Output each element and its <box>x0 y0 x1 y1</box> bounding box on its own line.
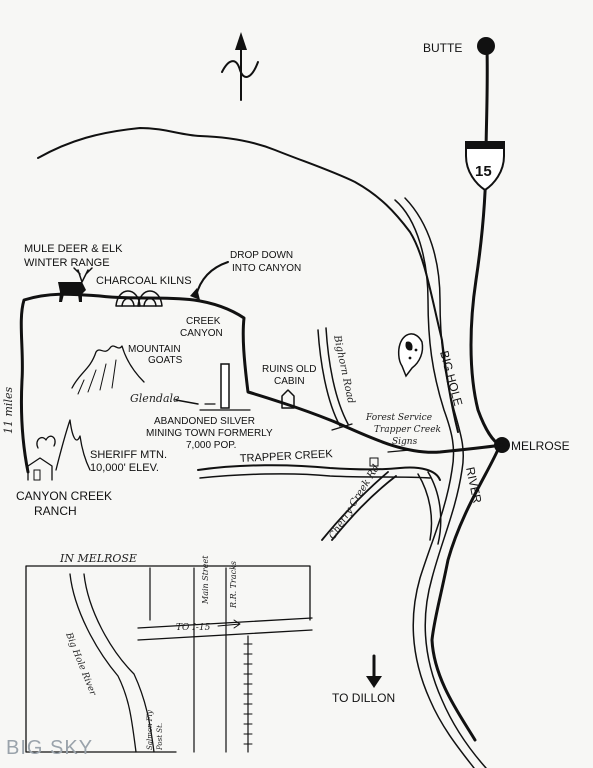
drop-down-label-1: DROP DOWN <box>230 250 293 261</box>
interstate-shield-icon: 15 <box>465 141 505 192</box>
to-i15-label: TO I-15 <box>176 623 211 633</box>
in-melrose-label: IN MELROSE <box>59 552 137 565</box>
forest-service-label-3: Signs <box>392 437 418 447</box>
trout-icon <box>397 333 424 378</box>
butte-city-dot-icon <box>477 37 495 55</box>
canyon-creek-road <box>19 292 504 474</box>
drop-down-label-2: INTO CANYON <box>232 263 301 274</box>
salmon-fly-label: Salmon Fly <box>146 709 154 750</box>
eleven-miles-label: 11 miles <box>2 387 15 434</box>
big-sky-watermark: BIG SKY <box>6 737 93 759</box>
river-side-channel <box>417 473 433 541</box>
cherry-creek-road-edge <box>331 475 397 541</box>
sheriff-label-1: SHERIFF MTN. <box>90 449 167 461</box>
cherry-creek-road <box>321 471 389 541</box>
charcoal-kilns-label: CHARCOAL KILNS <box>96 275 192 287</box>
big-hole-river-bank <box>404 197 487 768</box>
inset-road-to-i15-edge <box>137 629 313 641</box>
mountain-goats-label-2: GOATS <box>148 355 183 366</box>
mountain-ridge <box>37 127 459 433</box>
creek-canyon-label-1: CREEK <box>186 316 221 327</box>
north-arrow-icon <box>221 32 259 101</box>
glendale-arrow <box>175 399 199 405</box>
interstate-shield-number: 15 <box>475 163 492 180</box>
to-dillon-label: TO DILLON <box>332 691 395 705</box>
butte-label: BUTTE <box>423 41 462 55</box>
forest-service-label-2: Trapper Creek <box>374 425 441 435</box>
drop-down-arrowhead-icon <box>190 288 200 300</box>
river-label: RIVER <box>463 466 484 505</box>
inset-big-hole-river-label: Big Hole River <box>63 630 98 697</box>
inset-border <box>25 565 311 753</box>
sheriff-mountain-peaks <box>55 419 91 471</box>
smokestack-icon <box>199 363 251 411</box>
main-street-label: Main Street <box>201 555 210 605</box>
salmon-fly-label-2: Post St. <box>156 723 164 751</box>
inset-rr-ties <box>243 643 253 745</box>
melrose-inset-map: IN MELROSE Main Street R.R. Tracks Big H… <box>25 552 313 753</box>
elk-icon <box>58 267 93 302</box>
ranch-house-icon <box>27 435 56 481</box>
trapper-creek <box>197 464 441 481</box>
abandoned-label-1: ABANDONED SILVER <box>154 416 255 427</box>
bighorn-road-label: Bighorn Road <box>331 333 356 404</box>
trapper-creek-sign <box>369 457 379 467</box>
creek-canyon-label-2: CANYON <box>180 328 223 339</box>
melrose-label: MELROSE <box>511 439 570 453</box>
forest-service-label-1: Forest Service <box>365 413 432 423</box>
mountain-peaks <box>71 345 145 389</box>
forest-service-arrow-2 <box>331 423 353 431</box>
inset-big-hole-river-bank <box>83 573 155 753</box>
mule-deer-label-1: MULE DEER & ELK <box>24 243 123 255</box>
mountain-goats-label-1: MOUNTAIN <box>128 344 181 355</box>
abandoned-label-2: MINING TOWN FORMERLY <box>146 428 273 439</box>
bighorn-road-edge <box>325 327 349 425</box>
river-side-channel-2 <box>427 471 442 545</box>
inset-big-hole-river <box>69 573 137 753</box>
cherry-creek-label: Cherry Creek Rd <box>327 463 382 542</box>
canyon-creek-ranch-label-1: CANYON CREEK <box>16 489 112 503</box>
canyon-creek-ranch-label-2: RANCH <box>34 504 77 518</box>
ruins-label-1: RUINS OLD <box>262 364 316 375</box>
to-i15-arrow <box>217 619 241 629</box>
trapper-creek-bank <box>199 473 431 479</box>
mule-deer-label-2: WINTER RANGE <box>24 257 110 269</box>
cabin-icon <box>281 389 295 409</box>
down-arrow-icon <box>366 654 382 688</box>
inset-road-to-i15 <box>137 617 313 629</box>
trapper-creek-label: TRAPPER CREEK <box>240 448 334 465</box>
rr-tracks-label: R.R. Tracks <box>229 561 238 609</box>
big-hole-river <box>394 199 475 768</box>
bighorn-road <box>317 329 341 427</box>
forest-service-arrow <box>387 449 411 453</box>
ruins-label-2: CABIN <box>274 376 305 387</box>
glendale-label: Glendale <box>130 392 180 405</box>
charcoal-kiln-icon <box>115 290 163 307</box>
drop-down-arrow <box>195 261 229 297</box>
sheriff-label-2: 10,000' ELEV. <box>90 462 159 474</box>
mountain-peaks-shading <box>77 359 117 395</box>
abandoned-label-3: 7,000 POP. <box>186 440 236 451</box>
